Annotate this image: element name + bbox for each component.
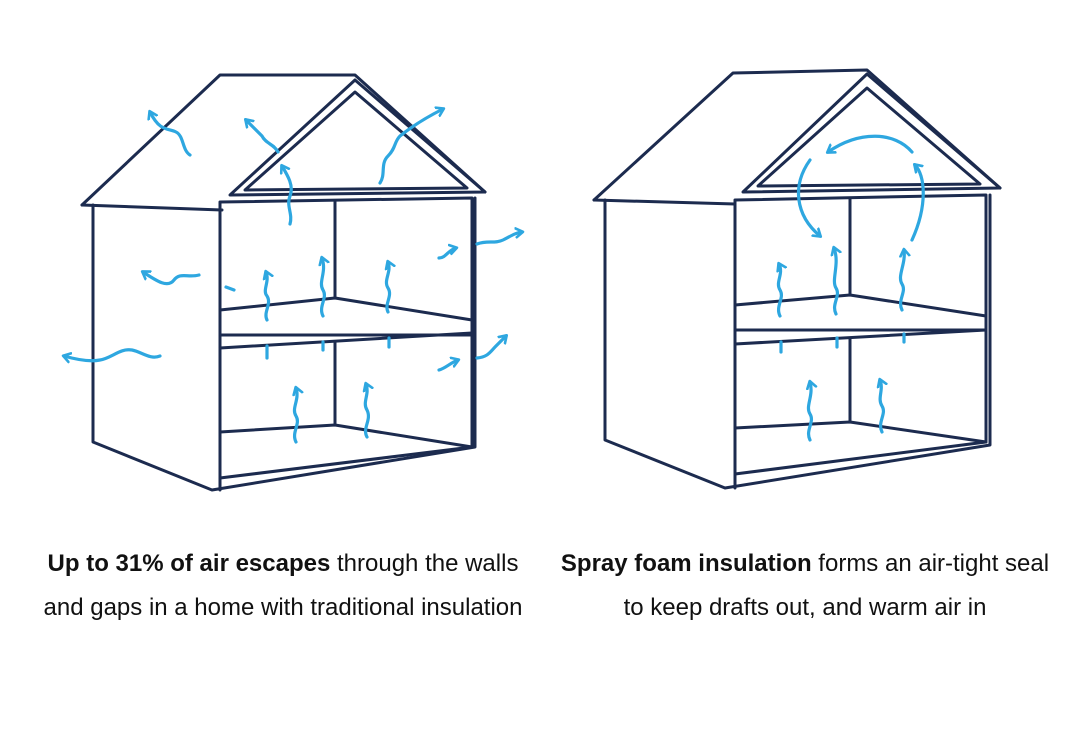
caption-traditional-highlight: Up to 31% of air escapes: [47, 550, 331, 577]
wavy-arrow-icon: [246, 120, 280, 154]
wavy-arrow-icon: [834, 248, 837, 316]
circulating-air-arrows: [778, 134, 925, 442]
house-spray-foam: [592, 68, 1002, 490]
wavy-arrow-icon: [386, 262, 389, 314]
gap-leak-mark: [224, 285, 236, 292]
wavy-arrow-icon: [437, 360, 458, 372]
house-outline: [592, 68, 1002, 490]
caption-spray-foam-highlight: Spray foam insulation: [560, 550, 812, 577]
wavy-arrow-icon: [294, 388, 297, 444]
caption-traditional-insulation: Up to 31% of air escapes through the wal…: [33, 542, 533, 630]
wavy-arrow-icon: [475, 232, 522, 246]
wavy-arrow-icon: [150, 112, 192, 157]
insulation-comparison-diagram: [0, 68, 1002, 492]
wavy-arrow-icon: [898, 250, 904, 312]
wavy-arrow-icon: [143, 272, 201, 286]
caption-spray-foam-insulation: Spray foam insulation forms an air-tight…: [555, 542, 1055, 630]
wavy-arrow-icon: [321, 258, 324, 318]
wavy-arrow-icon: [475, 336, 506, 360]
caption-traditional-text: through the walls and gaps in a home wit…: [43, 550, 523, 621]
escaping-air-arrows: [64, 109, 522, 444]
curved-arrow-icon: [828, 134, 914, 152]
wavy-arrow-icon: [778, 264, 781, 318]
wavy-arrow-icon: [378, 109, 443, 185]
wavy-arrow-icon: [64, 348, 162, 361]
wavy-arrow-icon: [808, 382, 811, 442]
house-outline: [80, 73, 487, 492]
wavy-arrow-icon: [282, 166, 293, 226]
house-traditional: [64, 73, 522, 492]
wavy-arrow-icon: [437, 248, 456, 260]
caption-spray-foam-text: forms an air-tight seal to keep drafts o…: [623, 550, 1050, 621]
wavy-arrow-icon: [365, 384, 368, 439]
curved-arrow-icon: [796, 158, 820, 236]
curved-arrow-icon: [910, 165, 925, 242]
wavy-arrow-icon: [880, 380, 883, 434]
wavy-arrow-icon: [265, 272, 268, 322]
